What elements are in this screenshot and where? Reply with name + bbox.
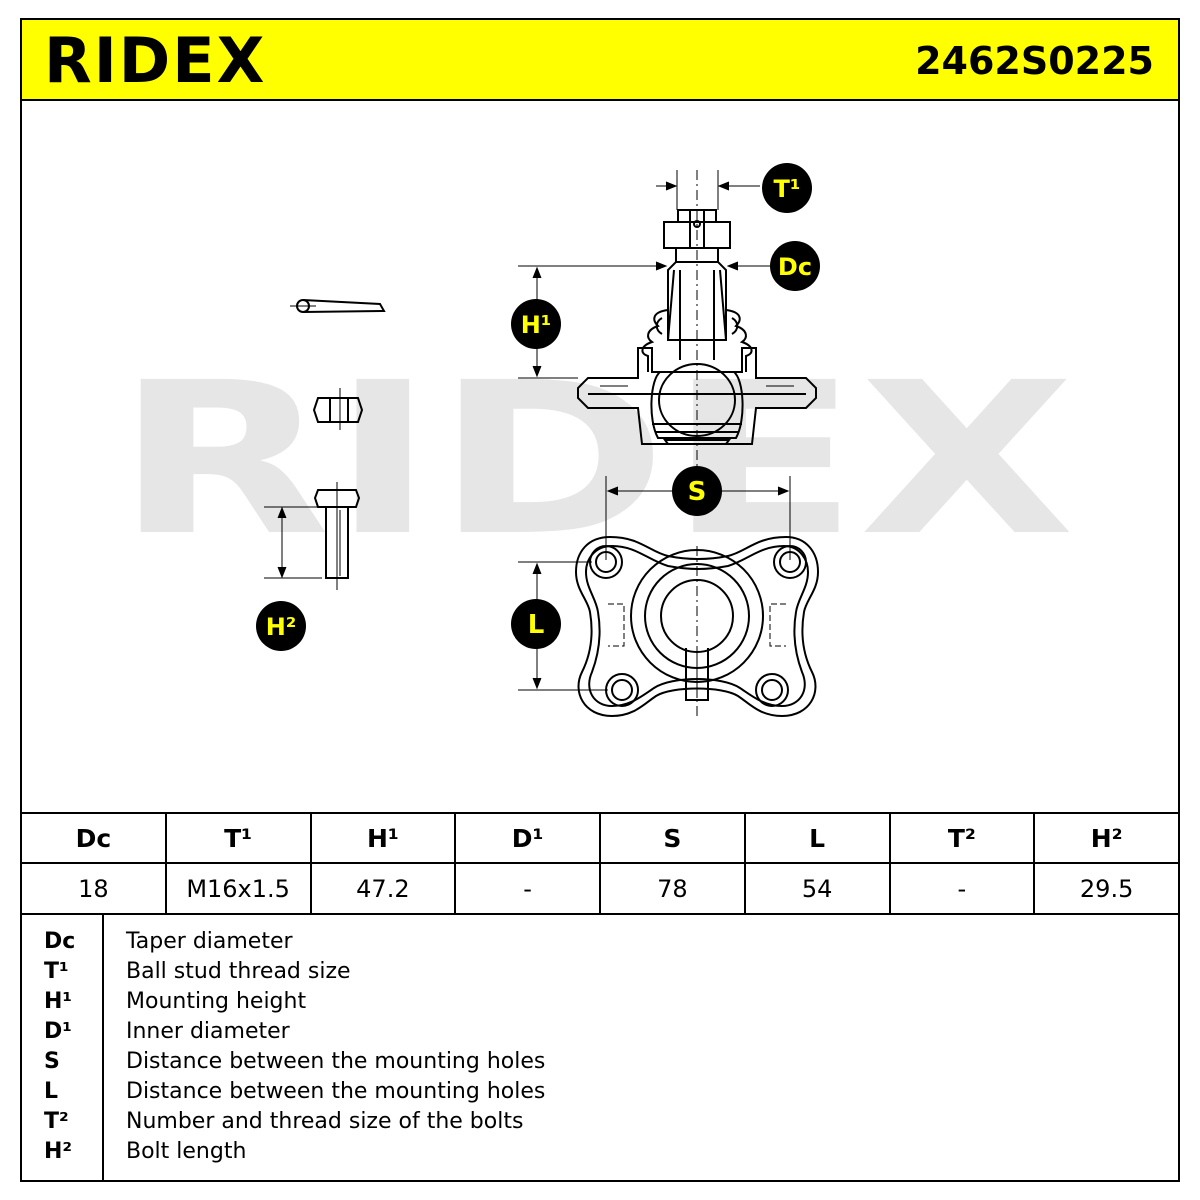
nut-icon — [312, 388, 364, 430]
legend-divider — [102, 915, 104, 1180]
list-item: H² Bolt length — [22, 1137, 1178, 1167]
bolt-icon — [313, 482, 361, 590]
badge-t1: T¹ — [762, 163, 812, 213]
table-header-cell: T¹ — [164, 812, 312, 864]
table-header-cell: S — [599, 812, 746, 864]
table-header-cell: L — [743, 812, 891, 864]
svg-text:Dc: Dc — [778, 253, 812, 281]
list-item: S Distance between the mounting holes — [22, 1047, 1178, 1077]
table-header-cell: T² — [888, 812, 1036, 864]
badge-h1: H¹ — [511, 299, 561, 349]
legend-text: Ball stud thread size — [126, 959, 351, 984]
badge-dc: Dc — [770, 241, 820, 291]
legend-text: Distance between the mounting holes — [126, 1079, 546, 1104]
list-item: T¹ Ball stud thread size — [22, 957, 1178, 987]
list-item: T² Number and thread size of the bolts — [22, 1107, 1178, 1137]
table-cell: 47.2 — [309, 862, 457, 915]
table-header-cell: H² — [1033, 812, 1180, 864]
table-header-row: Dc T¹ H¹ D¹ S L T² H² — [20, 812, 1180, 864]
table-header-cell: D¹ — [454, 812, 601, 864]
svg-text:S: S — [688, 477, 707, 507]
legend-text: Taper diameter — [126, 929, 293, 954]
table-cell: 78 — [599, 862, 746, 915]
brand-logo: RIDEX — [44, 24, 267, 97]
svg-text:L: L — [528, 610, 545, 640]
svg-text:H²: H² — [266, 613, 297, 641]
technical-drawing: RIDEX — [115, 163, 1075, 720]
list-item: D¹ Inner diameter — [22, 1017, 1178, 1047]
table-cell: 18 — [20, 862, 167, 915]
legend-code: H² — [44, 1139, 73, 1164]
table-header-cell: H¹ — [309, 812, 457, 864]
legend-text: Number and thread size of the bolts — [126, 1109, 524, 1134]
h2-dimension — [264, 506, 322, 579]
dc-dimension — [518, 261, 770, 271]
ball-joint-side-view — [577, 170, 817, 470]
table-cell: 54 — [743, 862, 891, 915]
legend-code: L — [44, 1079, 59, 1104]
legend-text: Inner diameter — [126, 1019, 290, 1044]
table-cell: - — [454, 862, 601, 915]
table-header-cell: Dc — [20, 812, 167, 864]
legend-panel: Dc Taper diameter T¹ Ball stud thread si… — [20, 913, 1180, 1182]
legend-code: H¹ — [44, 989, 73, 1014]
legend-text: Distance between the mounting holes — [126, 1049, 546, 1074]
legend-text: Mounting height — [126, 989, 307, 1014]
header-bar: RIDEX 2462S0225 — [20, 18, 1180, 101]
legend-text: Bolt length — [126, 1139, 247, 1164]
t1-dimension — [656, 170, 760, 210]
part-number: 2462S0225 — [915, 39, 1154, 83]
ball-joint-bottom-view — [574, 476, 820, 720]
badge-s: S — [672, 466, 722, 516]
svg-text:H¹: H¹ — [521, 311, 552, 339]
legend-code: S — [44, 1049, 60, 1074]
cotter-pin-icon — [290, 299, 386, 313]
table-cell: 29.5 — [1033, 862, 1180, 915]
legend-code: T² — [44, 1109, 69, 1134]
watermark-logo: RIDEX — [115, 337, 1075, 582]
legend-code: Dc — [44, 929, 76, 954]
legend-code: D¹ — [44, 1019, 72, 1044]
table-cell: - — [888, 862, 1036, 915]
dimensions-table: Dc T¹ H¹ D¹ S L T² H² 18 M16x1.5 47.2 - … — [20, 812, 1180, 915]
badge-l: L — [511, 599, 561, 649]
badge-h2: H² — [256, 601, 306, 651]
list-item: H¹ Mounting height — [22, 987, 1178, 1017]
legend-code: T¹ — [44, 959, 69, 984]
list-item: L Distance between the mounting holes — [22, 1077, 1178, 1107]
table-row: 18 M16x1.5 47.2 - 78 54 - 29.5 — [20, 862, 1180, 915]
table-cell: M16x1.5 — [164, 862, 312, 915]
list-item: Dc Taper diameter — [22, 927, 1178, 957]
svg-text:T¹: T¹ — [774, 175, 801, 203]
